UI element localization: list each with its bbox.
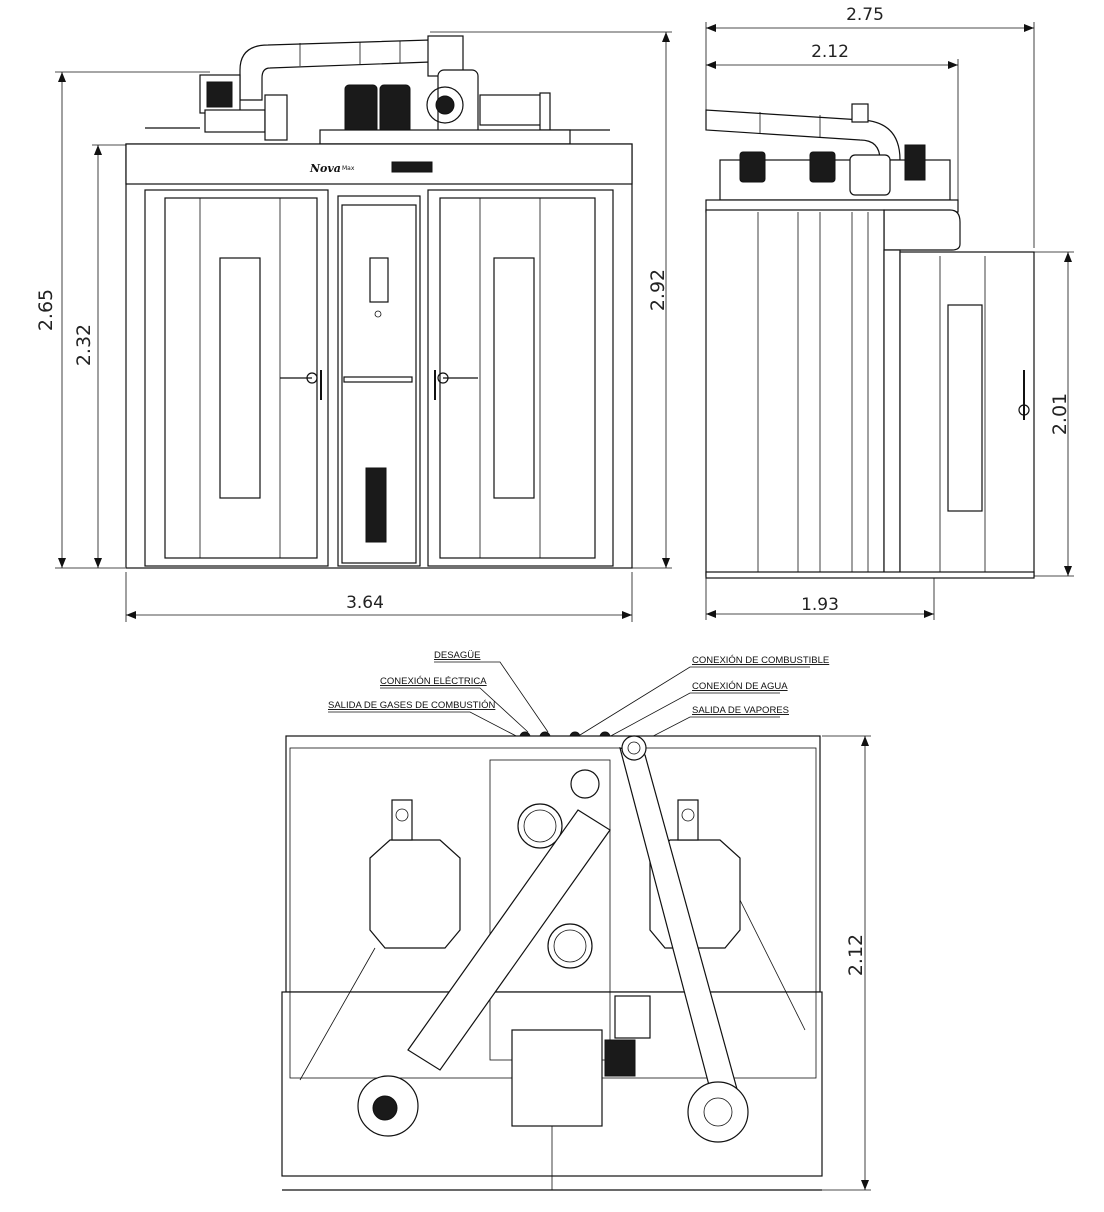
front-view: 2.65 2.32 2.92 3.64	[35, 31, 672, 622]
front-height-292-label: 2.92	[647, 269, 669, 311]
front-width-label: 3.64	[346, 593, 384, 613]
side-depth-275-label: 2.75	[846, 5, 884, 25]
front-height-265-label: 2.65	[35, 289, 57, 331]
callout-water: CONEXIÓN DE AGUA	[692, 681, 788, 692]
callout-fuel: CONEXIÓN DE COMBUSTIBLE	[692, 655, 829, 666]
top-depth-212-label: 2.12	[845, 934, 867, 976]
callout-drain: DESAGÜE	[434, 650, 480, 661]
brand-logo: Nova	[309, 162, 341, 175]
brand-model: Max	[342, 165, 355, 172]
side-door-201-label: 2.01	[1049, 393, 1071, 435]
side-base-193-label: 1.93	[801, 595, 839, 615]
side-depth-212-label: 2.12	[811, 42, 849, 62]
side-view: 2.75 2.12 1.93 2.01	[705, 5, 1074, 620]
front-height-232-label: 2.32	[73, 324, 95, 366]
top-view: DESAGÜE CONEXIÓN ELÉCTRICA SALIDA DE GAS…	[281, 650, 871, 1191]
callout-exhaust: SALIDA DE GASES DE COMBUSTIÓN	[328, 700, 495, 711]
callout-electrical: CONEXIÓN ELÉCTRICA	[380, 676, 487, 687]
callout-steam: SALIDA DE VAPORES	[692, 705, 789, 716]
